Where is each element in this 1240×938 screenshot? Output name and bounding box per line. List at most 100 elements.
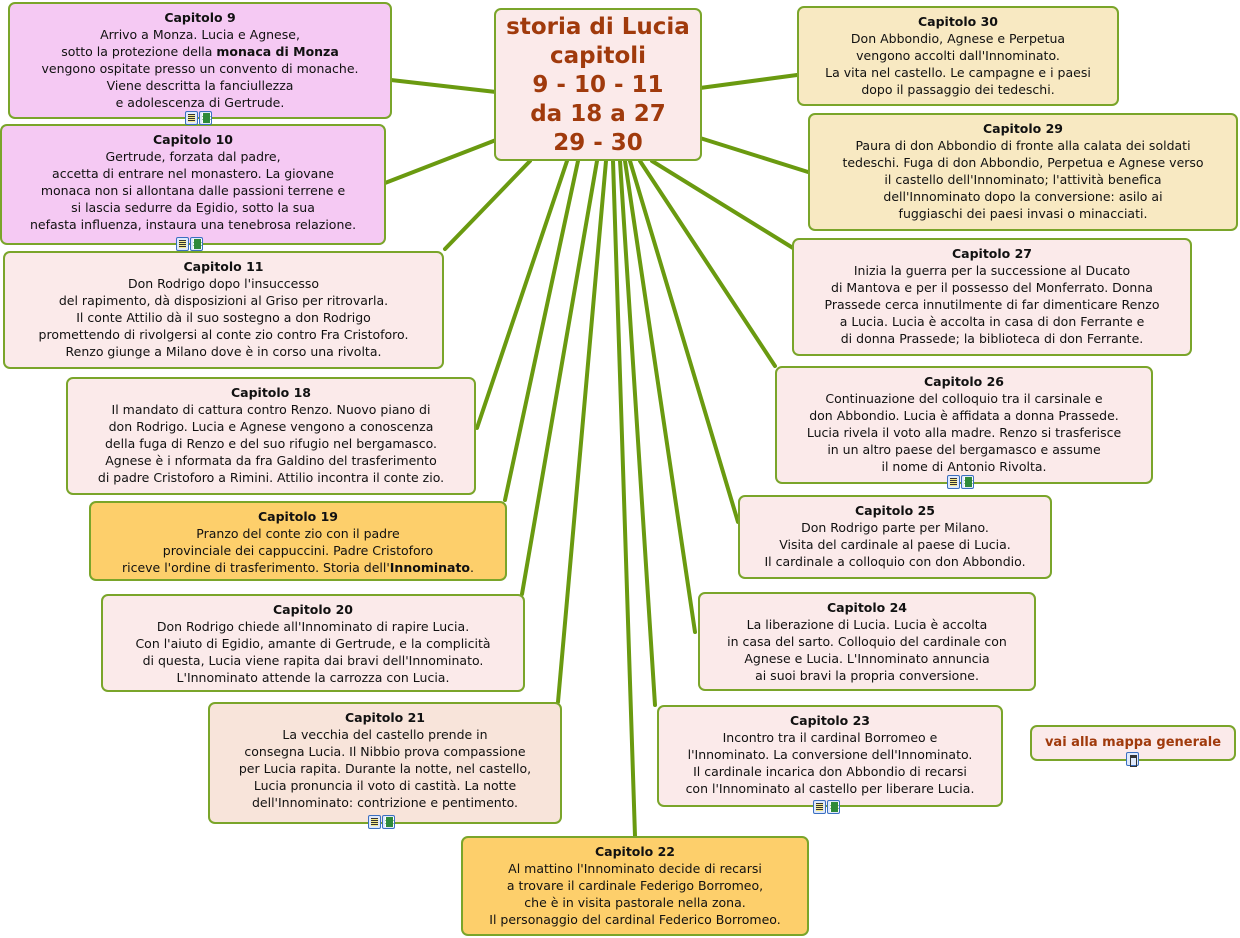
node-text-line: Visita del cardinale al paese di Lucia. <box>779 537 1011 552</box>
node-title: Capitolo 27 <box>951 246 1033 261</box>
emphasis-text: Innominato <box>389 560 471 575</box>
central-topic[interactable]: storia di Lucia capitoli 9 - 10 - 11 da 18 … <box>494 8 702 161</box>
node-title: Capitolo 18 <box>230 385 312 400</box>
node-text-line: dell'Innominato dopo la conversione: asi… <box>883 189 1163 204</box>
note-icon[interactable] <box>176 237 189 251</box>
map-link-icon[interactable] <box>1126 752 1139 767</box>
note-icon[interactable] <box>185 111 198 125</box>
note-icon[interactable] <box>368 815 381 829</box>
node-text-line: Viene descritta la fanciullezza <box>106 78 294 93</box>
node-capitolo-26[interactable]: Capitolo 26 Continuazione del colloquio t… <box>775 366 1153 484</box>
node-capitolo-24[interactable]: Capitolo 24 La liberazione di Lucia. Luci… <box>698 592 1036 691</box>
link-ch26 <box>638 159 777 368</box>
node-text-line: della fuga di Renzo e del suo rifugio ne… <box>105 436 437 451</box>
node-title: Capitolo 30 <box>917 14 999 29</box>
node-title: Capitolo 26 <box>923 374 1005 389</box>
attachments-ch10 <box>176 237 203 251</box>
node-text-line: ai suoi bravi la propria conversione. <box>755 668 979 683</box>
node-text-line: Lucia rivela il voto alla madre. Renzo s… <box>806 425 1122 440</box>
emphasis-text: monaca di Monza <box>216 44 339 59</box>
node-text-line: monaca non si allontana dalle passioni t… <box>40 183 346 198</box>
note-icon[interactable] <box>947 475 960 489</box>
central-topic-line: 9 - 10 - 11 <box>532 72 664 98</box>
node-text-line: consegna Lucia. Il Nibbio prova compassi… <box>244 744 526 759</box>
attachments-ch21 <box>368 815 395 829</box>
node-title: Capitolo 20 <box>272 602 354 617</box>
node-text-line: Agnese è i nformata da fra Galdino del t… <box>105 453 437 468</box>
node-text-line: promettendo di rivolgersi al conte zio c… <box>38 327 409 342</box>
node-text-line: La vita nel castello. Le campagne e i pa… <box>825 65 1091 80</box>
node-text-line: Continuazione del colloquio tra il carsi… <box>825 391 1103 406</box>
text-segment: . <box>470 560 475 575</box>
node-text-line: di Mantova e per il possesso del Monferr… <box>831 280 1153 295</box>
link-ch27 <box>650 159 795 250</box>
go-to-general-map-label: vai alla mappa generale <box>1044 735 1222 750</box>
node-text-line: don Rodrigo. Lucia e Agnese vengono a co… <box>108 419 434 434</box>
attachments-ch9 <box>185 111 212 125</box>
link-ch10 <box>383 138 498 185</box>
node-text-line: in casa del sarto. Colloquio del cardina… <box>727 634 1007 649</box>
node-text-line: Il cardinale a colloquio con don Abbondi… <box>764 554 1026 569</box>
node-capitolo-18[interactable]: Capitolo 18 Il mandato di cattura contro … <box>66 377 476 495</box>
node-text-line: Il mandato di cattura contro Renzo. Nuov… <box>111 402 431 417</box>
node-text-line: e adolescenza di Gertrude. <box>115 95 285 110</box>
link-ch11 <box>443 159 532 251</box>
video-icon[interactable] <box>827 800 840 814</box>
node-text-line: dell'Innominato: contrizione e pentiment… <box>251 795 519 810</box>
node-title: Capitolo 24 <box>826 600 908 615</box>
node-title: Capitolo 10 <box>152 132 234 147</box>
node-text-line: che è in visita pastorale nella zona. <box>524 895 746 910</box>
node-text-line: dopo il passaggio dei tedeschi. <box>861 82 1055 97</box>
video-icon[interactable] <box>199 111 212 125</box>
node-text-line: sotto la protezione della monaca di Monz… <box>14 43 386 60</box>
link-ch20 <box>520 159 599 596</box>
node-text-line: di donna Prassede; la biblioteca di don … <box>840 331 1144 346</box>
node-title: Capitolo 22 <box>594 844 676 859</box>
attachments-ch26 <box>947 475 974 489</box>
link-ch21 <box>556 159 608 704</box>
note-icon[interactable] <box>813 800 826 814</box>
central-topic-line: 29 - 30 <box>553 130 643 156</box>
attachments-general-map <box>1126 752 1139 767</box>
link-ch29 <box>698 136 810 174</box>
link-ch22 <box>611 159 637 838</box>
link-ch18 <box>475 159 569 430</box>
node-text-line: per Lucia rapita. Durante la notte, nel … <box>238 761 532 776</box>
node-text-line: tedeschi. Fuga di don Abbondio, Perpetua… <box>842 155 1204 170</box>
node-text-line: La vecchia del castello prende in <box>282 727 488 742</box>
node-text-line: del rapimento, dà disposizioni al Griso … <box>58 293 389 308</box>
central-topic-line: storia di Lucia <box>506 14 690 40</box>
link-ch25 <box>628 159 740 524</box>
central-topic-line: capitoli <box>549 43 647 69</box>
node-text-line: Prassede cerca innutilmente di far dimen… <box>824 297 1160 312</box>
node-text-line: con l'Innominato al castello per liberar… <box>685 781 975 796</box>
node-text-line: Lucia pronuncia il voto di castità. La n… <box>253 778 517 793</box>
video-icon[interactable] <box>190 237 203 251</box>
node-text-line: don Abbondio. Lucia è affidata a donna P… <box>809 408 1119 423</box>
node-text-line: il nome di Antonio Rivolta. <box>881 459 1047 474</box>
node-text-line: La liberazione di Lucia. Lucia è accolta <box>746 617 988 632</box>
node-text-line: Arrivo a Monza. Lucia e Agnese, <box>100 27 300 42</box>
video-icon[interactable] <box>382 815 395 829</box>
node-title: Capitolo 23 <box>789 713 871 728</box>
node-text-line: a trovare il cardinale Federigo Borromeo… <box>506 878 764 893</box>
node-text-line: Paura di don Abbondio di fronte alla cal… <box>855 138 1191 153</box>
central-topic-line: da 18 a 27 <box>530 101 666 127</box>
node-text-line: Renzo giunge a Milano dove è in corso un… <box>65 344 382 359</box>
node-text-line: Don Rodrigo parte per Milano. <box>801 520 989 535</box>
video-icon[interactable] <box>961 475 974 489</box>
node-text-line: nefasta influenza, instaura una tenebros… <box>29 217 357 232</box>
node-text-line: vengono ospitate presso un convento di m… <box>41 61 359 76</box>
